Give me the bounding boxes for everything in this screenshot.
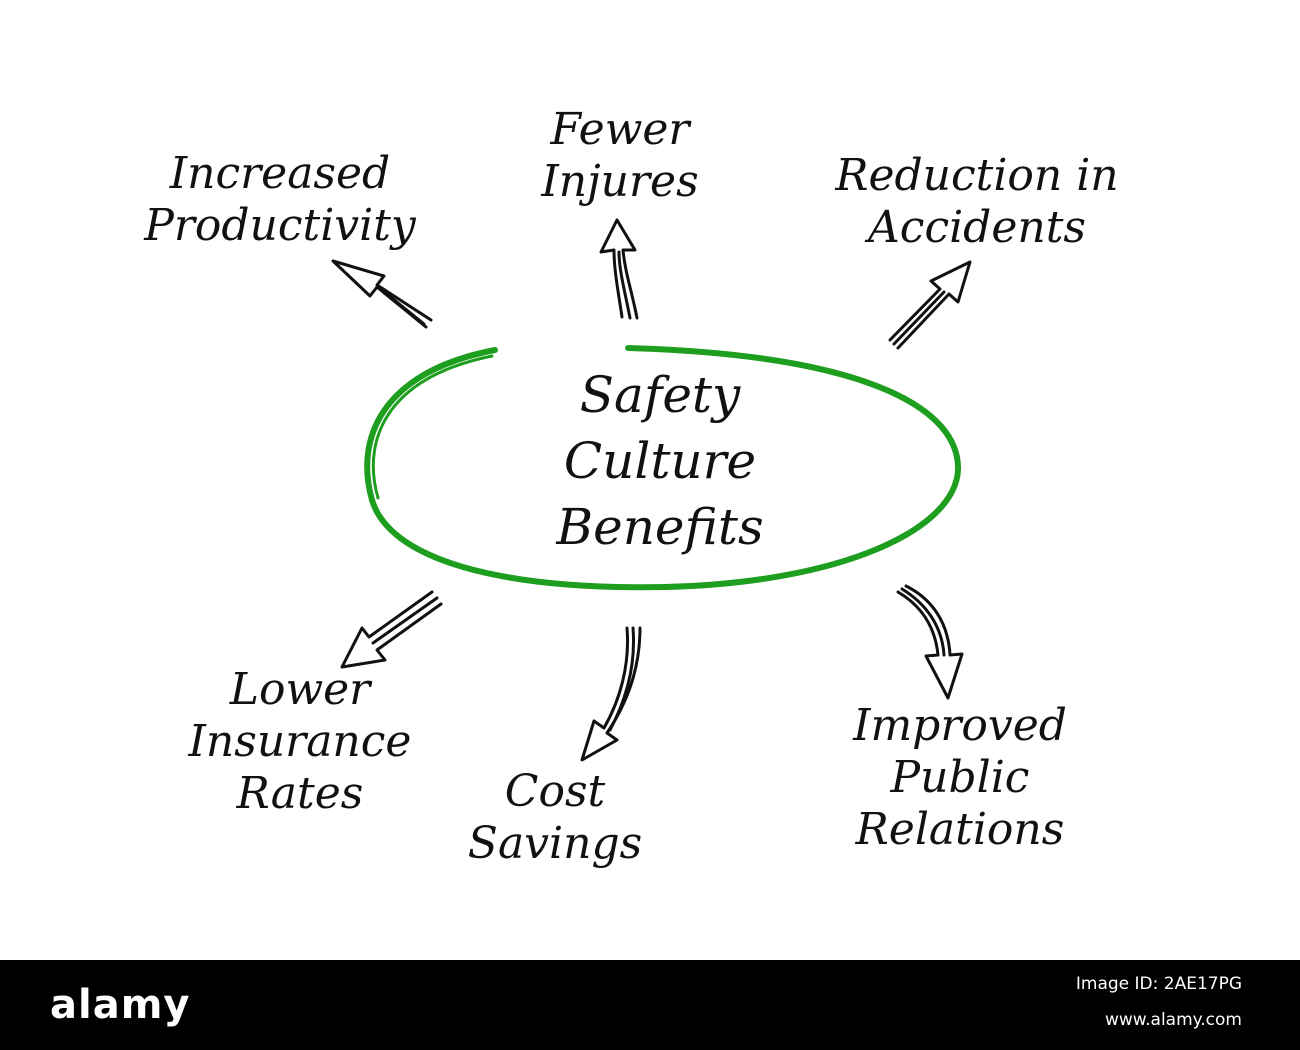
benefit-line-1: Lower [229,664,371,715]
benefit-line-2: Insurance [188,716,412,767]
center-ellipse [364,345,962,591]
benefit-line-2: Accidents [868,202,1086,253]
benefit-line-3: Relations [855,804,1065,855]
benefit-line-1: Fewer [550,104,690,155]
benefit-cost-savings: Cost Savings [430,766,680,870]
benefit-lower-insurance-rates: Lower Insurance Rates [145,664,455,820]
image-id-text: Image ID: 2AE17PG [1075,974,1242,994]
benefits-diagram: Safety Culture Benefits Increased Produc… [110,104,1172,870]
arrow-to-improved-public-relations [896,584,964,700]
benefit-increased-productivity: Increased Productivity [110,148,450,252]
center-topic: Safety Culture Benefits [480,362,840,560]
benefit-line-1: Increased [169,148,391,199]
benefit-line-2: Injures [541,156,699,207]
center-ellipse-inner-stroke [371,354,494,500]
benefit-line-1: Cost [504,766,606,817]
diagram-graphics [331,218,972,762]
arrow-to-lower-insurance-rates [340,590,443,669]
center-topic-line-3: Benefits [556,498,764,556]
footer-bar: alamy Image ID: 2AE17PG www.alamy.com [0,960,1300,1050]
benefit-line-1: Improved [853,700,1067,751]
arrow-to-reduction-in-accidents [888,260,972,350]
benefit-line-3: Rates [236,768,364,819]
site-url-text: www.alamy.com [1104,1010,1242,1030]
benefit-line-2: Savings [467,818,643,869]
benefit-fewer-injures: Fewer Injures [505,104,735,208]
benefit-line-2: Productivity [144,200,416,251]
benefit-line-1: Reduction in [835,150,1119,201]
arrow-to-increased-productivity [331,259,433,329]
benefit-reduction-in-accidents: Reduction in Accidents [782,150,1172,254]
benefit-line-2: Public [890,752,1030,803]
arrow-to-cost-savings [580,626,642,762]
benefit-improved-public-relations: Improved Public Relations [810,700,1110,856]
alamy-logo: alamy [50,982,191,1028]
center-topic-line-2: Culture [563,432,757,490]
center-topic-line-1: Safety [579,366,741,424]
arrow-to-fewer-injures [599,218,639,320]
